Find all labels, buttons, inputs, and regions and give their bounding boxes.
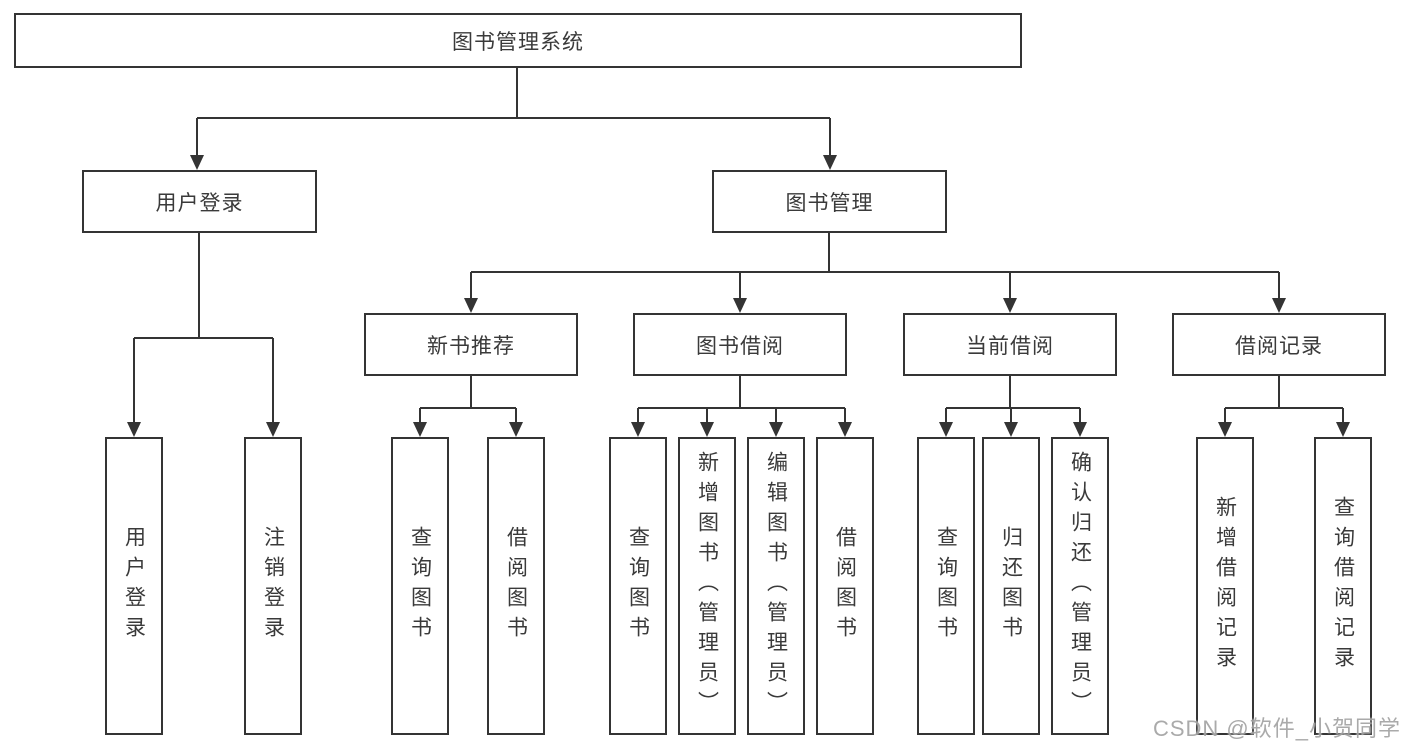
- leaf-borrow-book: 借阅图书: [816, 437, 874, 735]
- leaf-borrow-query: 查询图书: [609, 437, 667, 735]
- node-root-label: 图书管理系统: [452, 30, 584, 54]
- leaf-newbook-borrow: 借阅图书: [487, 437, 545, 735]
- leaf-newbook-borrow-label: 借阅图书: [504, 526, 528, 646]
- node-book-management-label: 图书管理: [785, 191, 874, 215]
- node-user-login: 用户登录: [82, 170, 317, 233]
- leaf-logout-label: 注销登录: [261, 526, 285, 646]
- leaf-borrow-add-book-label: 新增图书（管理员）: [695, 451, 719, 721]
- leaf-user-login: 用户登录: [105, 437, 163, 735]
- leaf-confirm-return-label: 确认归还（管理员）: [1068, 451, 1092, 721]
- node-root-system: 图书管理系统: [14, 13, 1022, 68]
- leaf-borrow-add-book: 新增图书（管理员）: [678, 437, 736, 735]
- leaf-confirm-return: 确认归还（管理员）: [1051, 437, 1109, 735]
- leaf-borrow-edit-book: 编辑图书（管理员）: [747, 437, 805, 735]
- node-borrow-record: 借阅记录: [1172, 313, 1386, 376]
- node-user-login-label: 用户登录: [155, 191, 244, 215]
- leaf-logout: 注销登录: [244, 437, 302, 735]
- node-borrow-record-label: 借阅记录: [1235, 334, 1323, 358]
- node-current-borrow: 当前借阅: [903, 313, 1117, 376]
- leaf-current-query-label: 查询图书: [934, 526, 958, 646]
- leaf-borrow-book-label: 借阅图书: [833, 526, 857, 646]
- leaf-return-book: 归还图书: [982, 437, 1040, 735]
- node-book-management: 图书管理: [712, 170, 947, 233]
- leaf-add-record: 新增借阅记录: [1196, 437, 1254, 735]
- node-new-book-recommend-label: 新书推荐: [427, 334, 515, 358]
- leaf-add-record-label: 新增借阅记录: [1213, 496, 1237, 676]
- node-new-book-recommend: 新书推荐: [364, 313, 578, 376]
- leaf-user-login-label: 用户登录: [122, 526, 146, 646]
- node-book-borrow-label: 图书借阅: [696, 334, 784, 358]
- leaf-return-book-label: 归还图书: [999, 526, 1023, 646]
- leaf-newbook-query: 查询图书: [391, 437, 449, 735]
- leaf-borrow-edit-book-label: 编辑图书（管理员）: [764, 451, 788, 721]
- node-current-borrow-label: 当前借阅: [966, 334, 1054, 358]
- leaf-current-query: 查询图书: [917, 437, 975, 735]
- leaf-borrow-query-label: 查询图书: [626, 526, 650, 646]
- leaf-newbook-query-label: 查询图书: [408, 526, 432, 646]
- leaf-query-record-label: 查询借阅记录: [1331, 496, 1355, 676]
- arrowhead-icons: [127, 155, 1350, 437]
- node-book-borrow: 图书借阅: [633, 313, 847, 376]
- leaf-query-record: 查询借阅记录: [1314, 437, 1372, 735]
- csdn-watermark: CSDN @软件_小贺同学: [1152, 716, 1401, 741]
